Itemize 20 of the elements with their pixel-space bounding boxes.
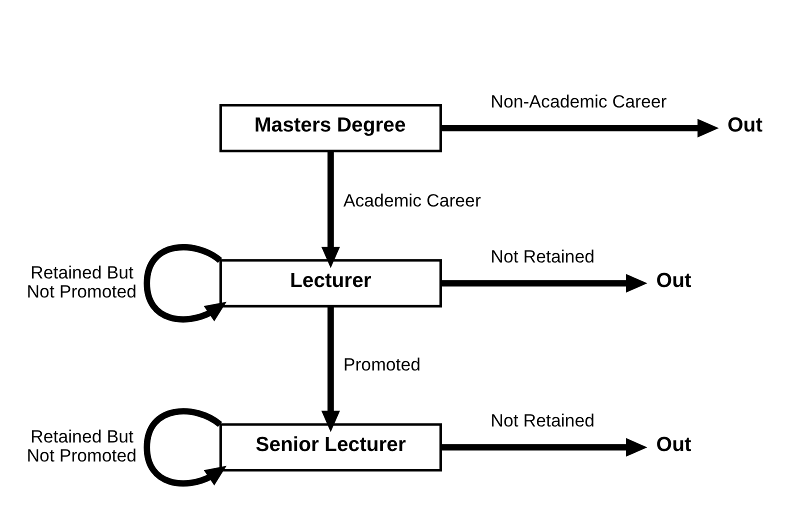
arrow bbox=[321, 306, 340, 432]
node-text: Out bbox=[727, 114, 762, 137]
node-text: Out bbox=[656, 434, 692, 456]
node-text: Out bbox=[656, 270, 692, 292]
edge-label: Non-Academic Career bbox=[490, 91, 667, 112]
edge-label: Not Retained bbox=[490, 246, 595, 267]
edge-label: Academic Career bbox=[343, 190, 481, 211]
arrow bbox=[321, 151, 340, 268]
edge-label: Not Retained bbox=[490, 410, 595, 431]
arrow bbox=[440, 118, 719, 138]
arrow bbox=[440, 274, 648, 293]
edge-label: Promoted bbox=[343, 354, 421, 375]
arrow bbox=[144, 408, 227, 487]
node-box: Masters Degree bbox=[219, 104, 442, 152]
edge-label: Retained But Not Promoted bbox=[26, 426, 137, 466]
edge-label: Retained But Not Promoted bbox=[26, 262, 137, 302]
arrow bbox=[144, 244, 227, 323]
node-box: Senior Lecturer bbox=[219, 423, 442, 472]
node-box: Lecturer bbox=[219, 259, 442, 308]
arrow bbox=[440, 438, 648, 457]
